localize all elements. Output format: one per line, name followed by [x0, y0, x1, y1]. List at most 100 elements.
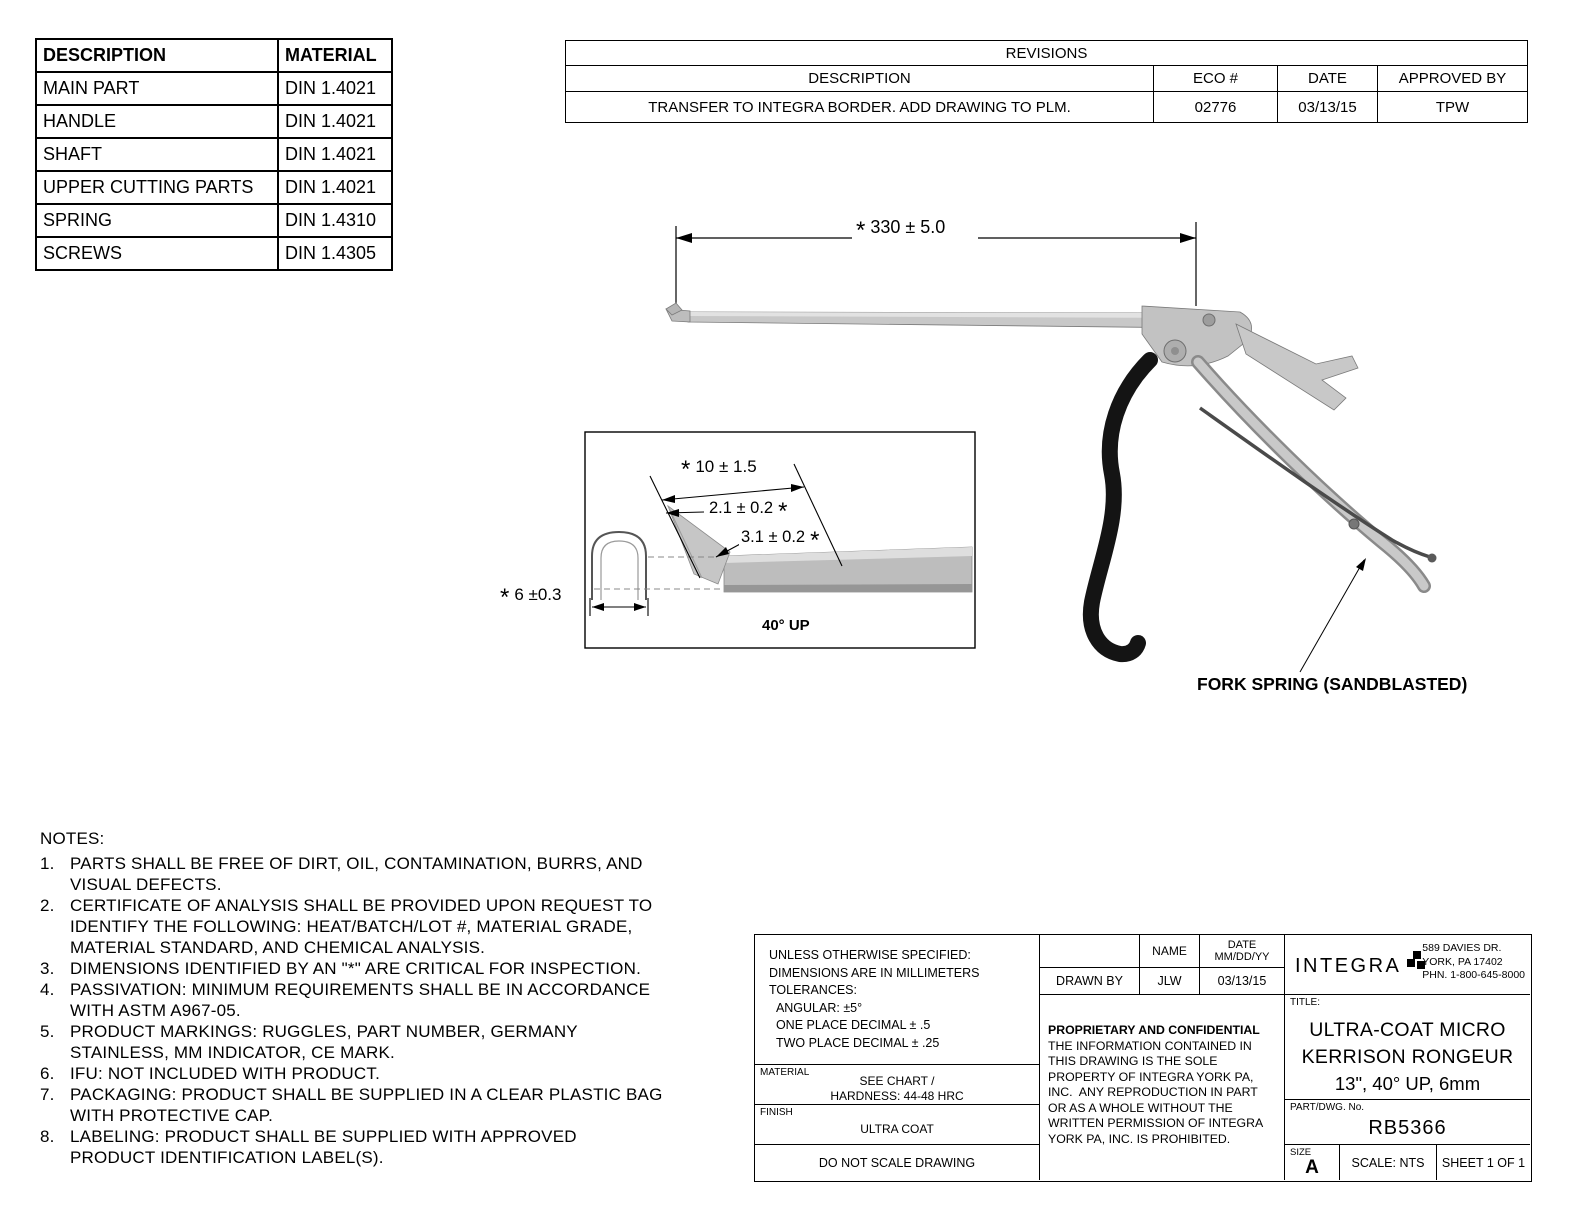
- note-number: 2.: [40, 896, 55, 915]
- proprietary-title: PROPRIETARY AND CONFIDENTIAL: [1048, 1023, 1260, 1037]
- part-number-value: RB5366: [1368, 1117, 1447, 1139]
- dimension-value: 10 ± 1.5: [695, 457, 757, 476]
- table-row: MAIN PART DIN 1.4021: [35, 71, 393, 106]
- table-cell: SHAFT: [35, 137, 279, 172]
- table-row: HANDLE DIN 1.4021: [35, 104, 393, 139]
- title-block: UNLESS OTHERWISE SPECIFIED: DIMENSIONS A…: [754, 934, 1532, 1182]
- note-text: DIMENSIONS IDENTIFIED BY AN "*" ARE CRIT…: [70, 959, 641, 978]
- table-row: REVISIONS: [565, 40, 1528, 66]
- table-row: DESCRIPTION MATERIAL: [35, 38, 393, 73]
- part-number-cell: PART/DWG. No. RB5366: [1285, 1100, 1530, 1145]
- table-row: DESCRIPTION ECO # DATE APPROVED BY: [565, 65, 1528, 92]
- note-text: CERTIFICATE OF ANALYSIS SHALL BE PROVIDE…: [70, 896, 653, 957]
- note-item: 2. CERTIFICATE OF ANALYSIS SHALL BE PROV…: [40, 895, 685, 958]
- note-item: 6. IFU: NOT INCLUDED WITH PRODUCT.: [40, 1063, 685, 1084]
- size-value: A: [1305, 1157, 1319, 1178]
- proprietary-notice: PROPRIETARY AND CONFIDENTIAL THE INFORMA…: [1040, 995, 1285, 1180]
- notes-title: NOTES:: [40, 829, 105, 848]
- note-number: 4.: [40, 980, 55, 999]
- dimension-value: 3.1 ± 0.2: [741, 528, 806, 546]
- note-item: 5. PRODUCT MARKINGS: RUGGLES, PART NUMBE…: [40, 1021, 685, 1063]
- table-cell: DIN 1.4305: [277, 236, 393, 271]
- table-cell: MAIN PART: [35, 71, 279, 106]
- drawn-by-label: DRAWN BY: [1040, 968, 1140, 995]
- dimension-value: 6 ±0.3: [514, 585, 562, 604]
- table-cell: TRANSFER TO INTEGRA BORDER. ADD DRAWING …: [565, 91, 1154, 123]
- material-value: SEE CHART / HARDNESS: 44-48 HRC: [830, 1074, 964, 1103]
- note-text: PRODUCT MARKINGS: RUGGLES, PART NUMBER, …: [70, 1022, 578, 1062]
- dimension-overall-length: * 330 ± 5.0: [856, 216, 946, 244]
- tolerances-note: UNLESS OTHERWISE SPECIFIED: DIMENSIONS A…: [755, 935, 1040, 1065]
- table-cell: 02776: [1153, 91, 1278, 123]
- drawing-title-line2: KERRISON RONGEUR: [1301, 1046, 1514, 1068]
- company-address: 589 DAVIES DR. YORK, PA 17402 PHN. 1-800…: [1422, 942, 1525, 981]
- notes-section: NOTES: 1. PARTS SHALL BE FREE OF DIRT, O…: [40, 828, 685, 1168]
- drawn-by-name: JLW: [1140, 968, 1200, 995]
- size-label: SIZE: [1290, 1147, 1312, 1158]
- dimension-value: 2.1 ± 0.2: [709, 499, 774, 517]
- dimension-tip-length: * 10 ± 1.5: [681, 456, 757, 483]
- drawing-title-cell: TITLE: ULTRA-COAT MICRO KERRISON RONGEUR…: [1285, 995, 1530, 1100]
- table-cell: 03/13/15: [1277, 91, 1378, 123]
- table-cell: DIN 1.4021: [277, 137, 393, 172]
- revisions-table: REVISIONS DESCRIPTION ECO # DATE APPROVE…: [565, 40, 1528, 123]
- revisions-header-description: DESCRIPTION: [565, 65, 1154, 92]
- note-item: 8. LABELING: PRODUCT SHALL BE SUPPLIED W…: [40, 1126, 685, 1168]
- note-item: 3. DIMENSIONS IDENTIFIED BY AN "*" ARE C…: [40, 958, 685, 979]
- material-label: MATERIAL: [760, 1067, 810, 1078]
- note-item: 7. PACKAGING: PRODUCT SHALL BE SUPPLIED …: [40, 1084, 685, 1126]
- company-logo-text: INTEGRA: [1295, 955, 1402, 977]
- critical-dimension-asterisk: *: [500, 584, 510, 611]
- note-number: 6.: [40, 1064, 55, 1083]
- finish-cell: FINISH ULTRA COAT: [755, 1105, 1040, 1145]
- finish-value: ULTRA COAT: [860, 1122, 934, 1136]
- angle-up-label: 40° UP: [762, 617, 810, 634]
- table-cell: SCREWS: [35, 236, 279, 271]
- date-header: DATE MM/DD/YY: [1200, 935, 1285, 968]
- note-number: 7.: [40, 1085, 55, 1104]
- drawn-by-date: 03/13/15: [1200, 968, 1285, 995]
- table-row: SCREWS DIN 1.4305: [35, 236, 393, 271]
- table-row: UPPER CUTTING PARTS DIN 1.4021: [35, 170, 393, 205]
- table-cell: DIN 1.4021: [277, 104, 393, 139]
- note-number: 5.: [40, 1022, 55, 1041]
- note-text: PACKAGING: PRODUCT SHALL BE SUPPLIED IN …: [70, 1085, 663, 1125]
- angle-value: 40° UP: [762, 617, 810, 634]
- revisions-header-eco: ECO #: [1153, 65, 1278, 92]
- revisions-title: REVISIONS: [565, 40, 1528, 66]
- drawing-title-line1: ULTRA-COAT MICRO: [1309, 1019, 1506, 1041]
- table-row: SHAFT DIN 1.4021: [35, 137, 393, 172]
- critical-dimension-asterisk: *: [810, 526, 820, 554]
- scale-cell: SCALE: NTS: [1340, 1145, 1437, 1180]
- critical-dimension-asterisk: *: [681, 456, 691, 483]
- do-not-scale-note: DO NOT SCALE DRAWING: [755, 1145, 1040, 1180]
- fork-spring-label: FORK SPRING (SANDBLASTED): [1197, 674, 1467, 695]
- materials-header-material: MATERIAL: [277, 38, 393, 73]
- name-header: NAME: [1140, 935, 1200, 968]
- materials-header-description: DESCRIPTION: [35, 38, 279, 73]
- dimension-opening: 2.1 ± 0.2 *: [707, 497, 790, 525]
- note-number: 1.: [40, 854, 55, 873]
- sheet-cell: SHEET 1 OF 1: [1441, 1155, 1526, 1170]
- title-label: TITLE:: [1290, 997, 1321, 1008]
- size-cell: SIZE A: [1285, 1145, 1340, 1180]
- finish-label: FINISH: [760, 1107, 793, 1118]
- table-row: TRANSFER TO INTEGRA BORDER. ADD DRAWING …: [565, 91, 1528, 123]
- dimension-tip-height: 3.1 ± 0.2 *: [739, 526, 822, 554]
- fork-spring-text: FORK SPRING (SANDBLASTED): [1197, 674, 1468, 694]
- table-row: SPRING DIN 1.4310: [35, 203, 393, 238]
- proprietary-text: THE INFORMATION CONTAINED IN THIS DRAWIN…: [1048, 1038, 1264, 1146]
- dimension-value: 330 ± 5.0: [870, 217, 946, 237]
- table-cell: TPW: [1377, 91, 1528, 123]
- integra-logo-mark: [1407, 951, 1425, 972]
- table-cell: DIN 1.4021: [277, 170, 393, 205]
- company-cell: INTEGRA 589 DAVIES DR. YORK, PA 17402 PH…: [1285, 935, 1530, 995]
- drawing-title-line3: 13", 40° UP, 6mm: [1334, 1073, 1481, 1094]
- note-text: PASSIVATION: MINIMUM REQUIREMENTS SHALL …: [70, 980, 651, 1020]
- table-cell: DIN 1.4021: [277, 71, 393, 106]
- note-text: IFU: NOT INCLUDED WITH PRODUCT.: [70, 1064, 381, 1083]
- critical-dimension-asterisk: *: [778, 497, 788, 525]
- table-cell: SPRING: [35, 203, 279, 238]
- critical-dimension-asterisk: *: [856, 216, 866, 244]
